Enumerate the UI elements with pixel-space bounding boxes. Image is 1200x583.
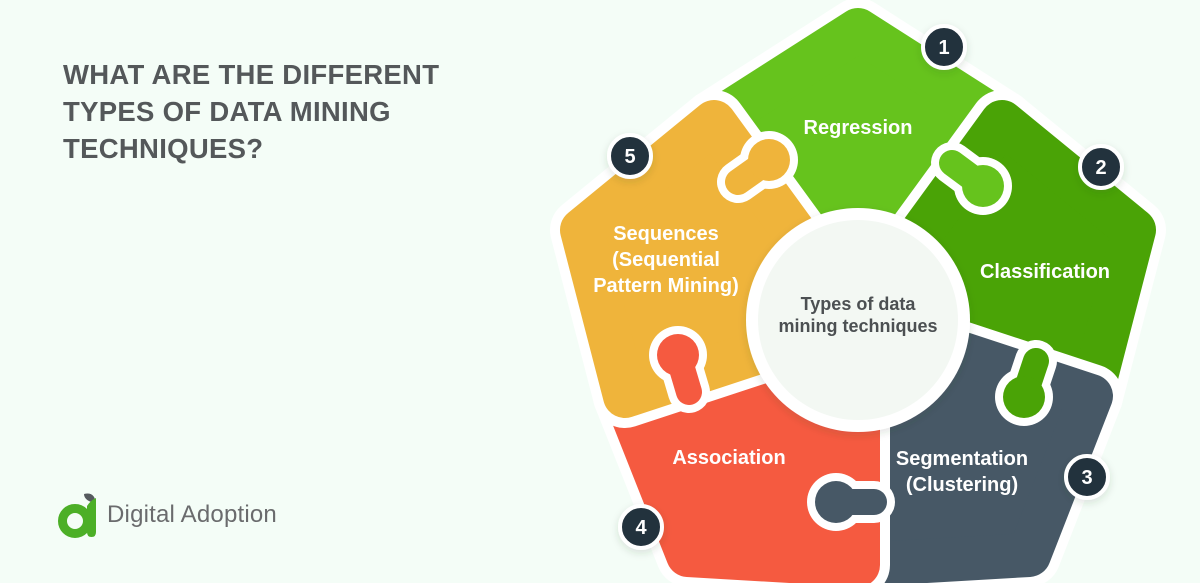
knob-association-to-sequences — [649, 326, 710, 413]
badge-3: 3 — [1064, 454, 1110, 500]
knob-regression-to-classification — [931, 142, 1012, 215]
label-segmentation-line1: Segmentation — [896, 448, 1028, 470]
badge-3-number: 3 — [1081, 467, 1092, 489]
page-title: WHAT ARE THE DIFFERENT TYPES OF DATA MIN… — [63, 56, 533, 167]
badge-4: 4 — [618, 504, 664, 550]
label-regression: Regression — [804, 117, 913, 139]
badge-1-number: 1 — [938, 37, 949, 59]
label-classification: Classification — [980, 261, 1110, 283]
label-sequences-line2: (Sequential — [612, 249, 720, 271]
label-association: Association — [672, 447, 785, 469]
badge-1: 1 — [921, 24, 967, 70]
knob-segmentation-to-association — [807, 473, 895, 531]
badge-2: 2 — [1078, 144, 1124, 190]
digital-adoption-logo: Digital Adoption — [58, 492, 277, 538]
label-sequences-line3: Pattern Mining) — [593, 275, 739, 297]
center-label-line: mining techniques — [778, 316, 937, 336]
page-title-line: TYPES OF DATA MINING — [63, 96, 391, 127]
badge-5-number: 5 — [624, 146, 635, 168]
page-title-line: TECHNIQUES? — [63, 133, 264, 164]
center-circle — [758, 220, 958, 420]
knob-sequences-to-regression — [717, 131, 798, 203]
label-segmentation-line2: (Clustering) — [906, 474, 1018, 496]
badge-2-number: 2 — [1095, 157, 1106, 179]
label-sequences-line1: Sequences — [613, 223, 719, 245]
page-title-line: WHAT ARE THE DIFFERENT — [63, 59, 440, 90]
badge-4-number: 4 — [635, 517, 647, 539]
logo-mark-icon — [58, 493, 96, 538]
knob-classification-to-segmentation — [995, 340, 1057, 426]
logo-text: Digital Adoption — [107, 501, 277, 528]
center-label-line: Types of data — [801, 294, 917, 314]
badge-5: 5 — [607, 133, 653, 179]
